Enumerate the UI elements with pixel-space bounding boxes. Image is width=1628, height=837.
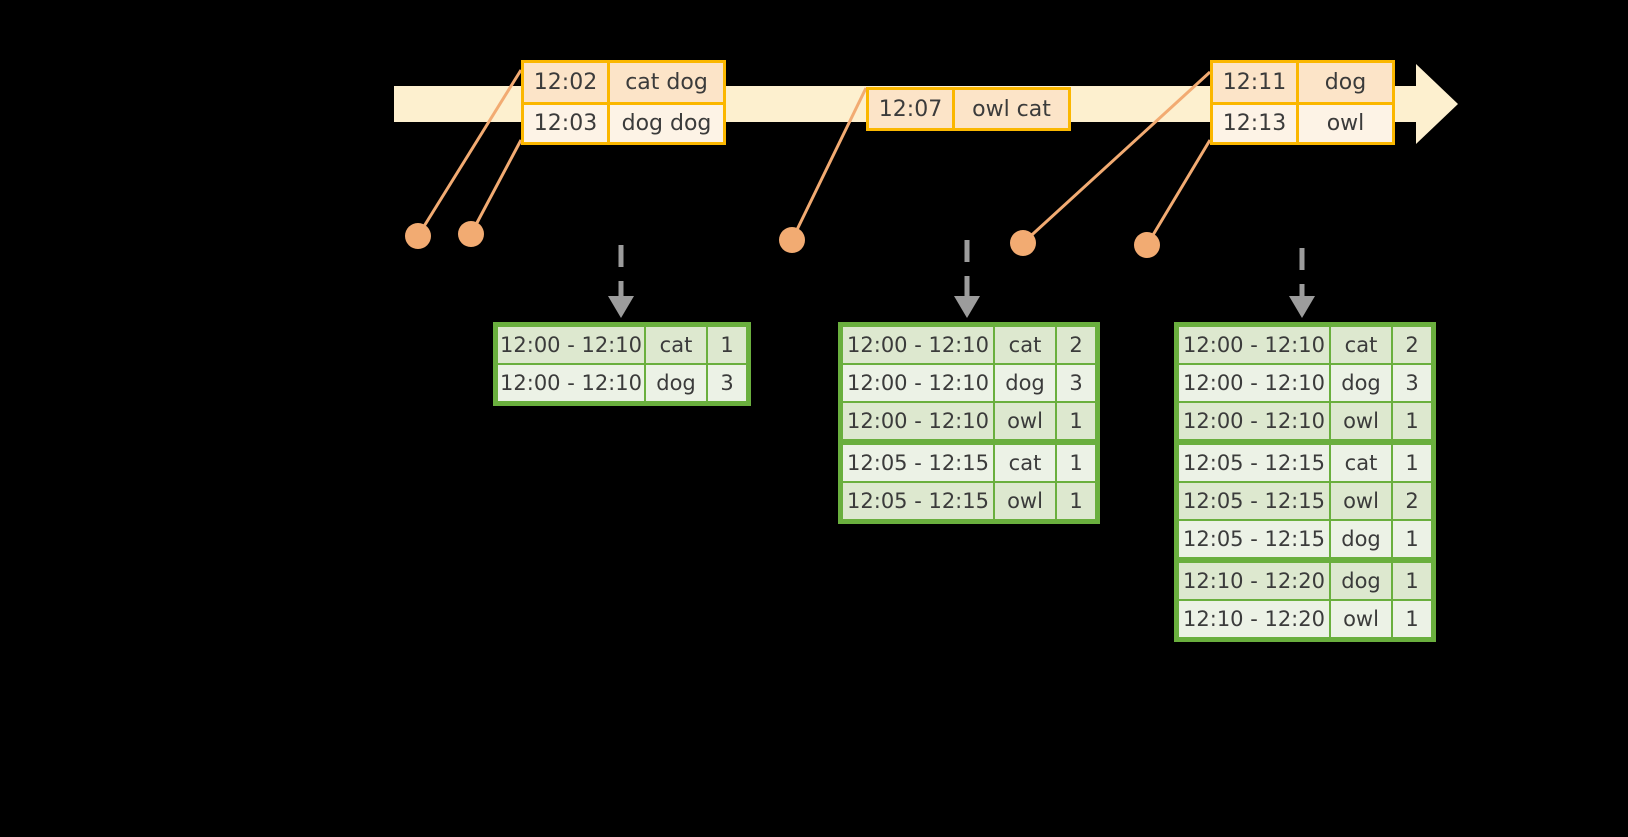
table-cell-count: 2	[1056, 326, 1096, 364]
table-cell-count: 3	[1056, 364, 1096, 402]
event-dot-3	[779, 227, 805, 253]
table-cell-window: 12:00 - 12:10	[1178, 402, 1330, 440]
table-cell-count: 2	[1392, 326, 1432, 364]
table-cell-window: 12:05 - 12:15	[842, 482, 994, 520]
table-cell-window: 12:00 - 12:10	[1178, 326, 1330, 364]
table-cell-count: 1	[707, 326, 747, 364]
table-cell-window: 12:00 - 12:10	[497, 364, 645, 402]
table-cell-window: 12:00 - 12:10	[1178, 364, 1330, 402]
table-cell-count: 1	[1056, 402, 1096, 440]
event-row: 12:02 cat dog	[524, 63, 723, 103]
table-cell-count: 1	[1392, 562, 1432, 600]
event-box-3[interactable]: 12:11 dog 12:13 owl	[1210, 60, 1395, 145]
table-cell-count: 1	[1392, 520, 1432, 558]
event-dot-2	[458, 221, 484, 247]
timeline-arrow-head-icon	[1416, 64, 1458, 144]
table-cell-key: dog	[994, 364, 1056, 402]
table-cell-count: 2	[1392, 482, 1432, 520]
event-row: 12:07 owl cat	[869, 90, 1068, 128]
table-cell-key: cat	[994, 444, 1056, 482]
table-cell-window: 12:10 - 12:20	[1178, 562, 1330, 600]
table-cell-key: owl	[1330, 482, 1392, 520]
table-cell-window: 12:05 - 12:15	[1178, 520, 1330, 558]
table-cell-key: owl	[1330, 402, 1392, 440]
table-cell-key: owl	[994, 482, 1056, 520]
table-cell-count: 1	[1392, 402, 1432, 440]
table-cell-window: 12:05 - 12:15	[1178, 444, 1330, 482]
event-words: cat dog	[625, 70, 708, 96]
event-box-1[interactable]: 12:02 cat dog 12:03 dog dog	[521, 60, 726, 145]
table-cell-window: 12:00 - 12:10	[842, 326, 994, 364]
event-words: owl	[1326, 111, 1365, 137]
table-cell-key: dog	[1330, 562, 1392, 600]
event-time: 12:07	[869, 90, 955, 128]
table-cell-count: 1	[1392, 444, 1432, 482]
table-cell-key: cat	[1330, 444, 1392, 482]
table-cell-key: dog	[1330, 520, 1392, 558]
event-row: 12:11 dog	[1213, 63, 1392, 103]
table-cell-key: dog	[1330, 364, 1392, 402]
event-dot-1	[405, 223, 431, 249]
table-cell-key: owl	[994, 402, 1056, 440]
table-cell-window: 12:00 - 12:10	[497, 326, 645, 364]
table-cell-window: 12:00 - 12:10	[842, 402, 994, 440]
event-words: dog	[1324, 70, 1367, 96]
table-cell-key: cat	[645, 326, 707, 364]
event-time: 12:13	[1213, 105, 1299, 142]
event-row: 12:03 dog dog	[524, 102, 723, 142]
table-cell-window: 12:05 - 12:15	[842, 444, 994, 482]
table-cell-key: cat	[994, 326, 1056, 364]
event-box-2[interactable]: 12:07 owl cat	[866, 87, 1071, 131]
table-cell-count: 1	[1056, 444, 1096, 482]
table-cell-window: 12:00 - 12:10	[842, 364, 994, 402]
event-words: dog dog	[621, 111, 712, 137]
table-cell-window: 12:05 - 12:15	[1178, 482, 1330, 520]
event-dot-5	[1134, 232, 1160, 258]
table-cell-key: cat	[1330, 326, 1392, 364]
event-time: 12:11	[1213, 63, 1299, 103]
event-row: 12:13 owl	[1213, 102, 1392, 142]
event-time: 12:02	[524, 63, 610, 103]
table-cell-key: dog	[645, 364, 707, 402]
table-cell-window: 12:10 - 12:20	[1178, 600, 1330, 638]
table-cell-key: owl	[1330, 600, 1392, 638]
event-words: owl cat	[972, 96, 1051, 122]
table-cell-count: 3	[1392, 364, 1432, 402]
table-cell-count: 3	[707, 364, 747, 402]
event-dot-4	[1010, 230, 1036, 256]
table-cell-count: 1	[1392, 600, 1432, 638]
table-cell-count: 1	[1056, 482, 1096, 520]
event-time: 12:03	[524, 105, 610, 142]
